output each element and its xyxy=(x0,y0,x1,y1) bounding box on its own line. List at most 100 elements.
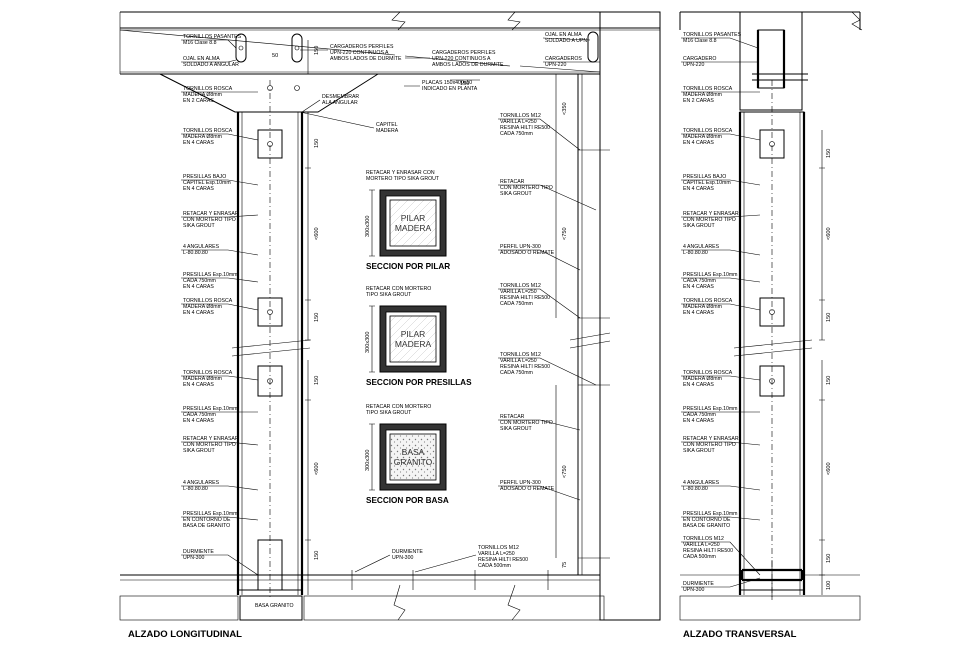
trans-label-14-line-1: VARILLA L=250 xyxy=(683,542,720,548)
trans-label-11-line-0: RETACAR Y ENRASAR xyxy=(683,436,739,442)
trans-label-14-line-2: RESINA HILTI RE500 xyxy=(683,548,733,554)
trans-label-6-line-1: L-80.80.80 xyxy=(683,250,708,256)
section-note-2: TIPO SIKA GROUT xyxy=(366,410,412,416)
upn-profile xyxy=(757,29,785,89)
wall-label-4-line-2: RESINA HILTI RE500 xyxy=(500,364,550,370)
trans-label-5-line-1: CON MORTERO TIPO xyxy=(683,217,736,223)
left-label-8-line-2: EN 4 CARAS xyxy=(183,310,214,316)
top-cargaderos-3-l1: CARGADEROS xyxy=(545,56,582,62)
bottom-durmiente-l2: UPN-300 xyxy=(392,555,413,561)
section-core-label-2: GRANITO xyxy=(394,457,433,467)
svg-text:150: 150 xyxy=(314,376,320,385)
svg-text:50: 50 xyxy=(272,53,278,59)
svg-text:<750: <750 xyxy=(562,465,568,478)
slot-oval-3 xyxy=(587,31,599,63)
left-label-3-line-2: EN 4 CARAS xyxy=(183,140,214,146)
trans-label-12-line-0: 4 ANGULARES xyxy=(683,480,720,486)
left-label-9-line-2: EN 4 CARAS xyxy=(183,382,214,388)
trans-label-9-line-1: MADERA Ø8mm xyxy=(683,376,722,382)
trans-label-1-line-1: UPN-220 xyxy=(683,62,704,68)
left-label-9-line-1: MADERA Ø8mm xyxy=(183,376,222,382)
section-note-1: RETACAR CON MORTERO xyxy=(366,286,431,292)
wall-label-1-line-0: RETACAR xyxy=(500,179,525,185)
top-cargaderos-3-l2: UPN-220 xyxy=(545,62,566,68)
leader-line xyxy=(681,577,761,588)
trans-label-8-line-1: MADERA Ø8mm xyxy=(683,304,722,310)
left-label-5-line-0: RETACAR Y ENRASAR xyxy=(183,211,239,217)
top-desmembrar-l2: ALA ANGULAR xyxy=(322,100,358,106)
left-label-10-line-2: EN 4 CARAS xyxy=(183,418,214,424)
trans-label-12-line-1: L-80.80.80 xyxy=(683,486,708,492)
svg-text:100: 100 xyxy=(826,581,832,590)
leader-line xyxy=(681,485,761,491)
trans-label-10-line-0: PRESILLAS Esp.10mm xyxy=(683,406,738,412)
wall-label-5-line-0: RETACAR xyxy=(500,414,525,420)
wall-label-1-line-1: CON MORTERO TIPO xyxy=(500,185,553,191)
section-title: SECCION POR PILAR xyxy=(366,262,450,271)
leader-line xyxy=(498,118,581,151)
svg-text:75: 75 xyxy=(562,562,568,568)
svg-text:150: 150 xyxy=(826,149,832,158)
trans-label-7-line-0: PRESILLAS Esp.10mm xyxy=(683,272,738,278)
left-label-3-line-0: TORNILLOS ROSCA xyxy=(183,128,233,134)
left-label-2-line-0: TORNILLOS ROSCA xyxy=(183,86,233,92)
left-label-7-line-1: CADA 750mm xyxy=(183,278,216,284)
leader-line xyxy=(498,249,581,271)
section-core-label-1: PILAR xyxy=(401,213,426,223)
bottom-tornillos-l1: TORNILLOS M12 xyxy=(478,545,519,551)
wall-label-3-line-2: RESINA HILTI RE500 xyxy=(500,295,550,301)
svg-text:<600: <600 xyxy=(826,462,832,475)
wall-label-5-line-2: SIKA GROUT xyxy=(500,426,533,432)
trans-label-7-line-2: EN 4 CARAS xyxy=(683,284,714,290)
left-label-11-line-1: CON MORTERO TIPO xyxy=(183,442,236,448)
trans-label-2-line-0: TORNILLOS ROSCA xyxy=(683,86,733,92)
svg-text:<600: <600 xyxy=(826,227,832,240)
top-ojal-right-l1: OJAL EN ALMA xyxy=(545,32,582,38)
left-label-10-line-0: PRESILLAS Esp.10mm xyxy=(183,406,238,412)
leader-line xyxy=(681,249,761,256)
left-label-6-line-0: 4 ANGULARES xyxy=(183,244,220,250)
trans-label-15-line-0: DURMIENTE xyxy=(683,581,714,587)
left-label-4-line-0: PRESILLAS BAJO xyxy=(183,174,226,180)
section-core-label-1: PILAR xyxy=(401,329,426,339)
leader-line xyxy=(181,516,259,521)
bottom-durmiente-l1: DURMIENTE xyxy=(392,549,423,555)
trans-label-9-line-2: EN 4 CARAS xyxy=(683,382,714,388)
left-label-0-line-1: M16 Clase 8.8 xyxy=(183,40,217,46)
leader-line xyxy=(681,179,761,186)
slot-oval-2 xyxy=(291,33,303,63)
svg-text:<350: <350 xyxy=(562,102,568,115)
leader-line xyxy=(681,541,761,576)
left-label-12-line-0: 4 ANGULARES xyxy=(183,480,220,486)
leader-line xyxy=(181,179,259,186)
left-label-5-line-1: CON MORTERO TIPO xyxy=(183,217,236,223)
wall-label-0-line-2: RESINA HILTI RE500 xyxy=(500,125,550,131)
top-cargaderos-1-l1: CARGADEROS PERFILES xyxy=(330,44,394,50)
wall-label-4-line-0: TORNILLOS M12 xyxy=(500,352,541,358)
wall-label-3-line-1: VARILLA L=250 xyxy=(500,289,537,295)
trans-label-10-line-2: EN 4 CARAS xyxy=(683,418,714,424)
top-cargaderos-2-l3: AMBOS LADOS DE DURMITE xyxy=(432,62,504,68)
section-dim-label: 300x300 xyxy=(365,216,371,237)
left-label-2-line-1: MADERA Ø8mm xyxy=(183,92,222,98)
left-label-7-line-2: EN 4 CARAS xyxy=(183,284,214,290)
top-cargaderos-2-l2: UPN-220 CONTINUOS A xyxy=(432,56,491,62)
trans-label-4-line-1: CAPITEL Esp.10mm xyxy=(683,180,731,186)
leader-line xyxy=(181,39,237,49)
leader-line xyxy=(681,133,761,141)
bottom-tornillos-l4: CADA 500mm xyxy=(478,563,511,569)
wall-label-2-line-0: PERFIL UPN-300 xyxy=(500,244,541,250)
top-cargaderos-2-l1: CARGADEROS PERFILES xyxy=(432,50,496,56)
left-label-10-line-1: CADA 750mm xyxy=(183,412,216,418)
section-core xyxy=(389,433,437,481)
trans-label-15-line-1: UPN-300 xyxy=(683,587,704,593)
left-label-7-line-0: PRESILLAS Esp.10mm xyxy=(183,272,238,278)
section-dim-label: 300x300 xyxy=(365,332,371,353)
trans-label-9-line-0: TORNILLOS ROSCA xyxy=(683,370,733,376)
section-dim-line xyxy=(369,305,375,373)
